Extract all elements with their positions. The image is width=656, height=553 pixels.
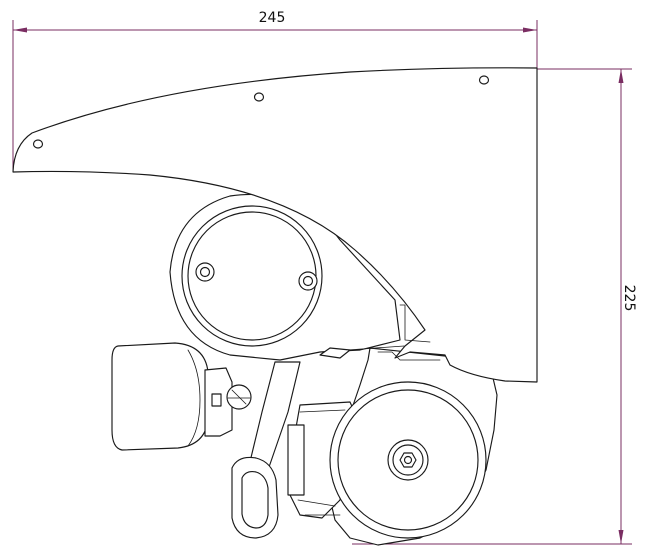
width-arrow-left xyxy=(13,27,27,33)
height-arrow-bottom xyxy=(618,530,624,544)
front-bracket xyxy=(319,347,351,359)
width-dimension-label: 245 xyxy=(259,10,286,26)
height-dimension-label: 225 xyxy=(621,285,637,312)
height-arrow-top xyxy=(618,69,624,83)
roller-bolt-left xyxy=(195,262,215,282)
lamp-mount-knob-detail xyxy=(227,389,251,405)
fender-rivet-left xyxy=(32,139,44,149)
gear-block-teeth xyxy=(297,409,346,516)
gear-plate xyxy=(287,424,305,496)
fender-cover-body xyxy=(12,67,538,383)
width-arrow-right xyxy=(523,27,537,33)
lower-wheel xyxy=(329,381,487,539)
lamp-mount-lug xyxy=(211,393,222,407)
lower-wheel-hub-inner xyxy=(392,444,424,476)
lower-wheel-rim xyxy=(337,389,479,531)
height-dimension: 225 xyxy=(352,68,637,545)
fender-cover xyxy=(12,67,538,383)
fender-rivet-right xyxy=(478,75,490,85)
fender-rivet-middle xyxy=(253,92,265,102)
pull-loop-inner xyxy=(241,471,269,529)
upper-roller xyxy=(169,193,401,361)
lower-wheel-axle xyxy=(403,455,413,465)
upper-roller-drum xyxy=(181,205,323,347)
lamp-housing xyxy=(111,342,209,451)
fender-inner-edge xyxy=(399,304,431,343)
lamp-housing-inner xyxy=(187,349,201,447)
lamp-assembly xyxy=(111,342,252,451)
front-bracket-plate xyxy=(319,347,351,359)
roller-bolt-right xyxy=(298,271,318,291)
pull-arm xyxy=(231,361,301,539)
